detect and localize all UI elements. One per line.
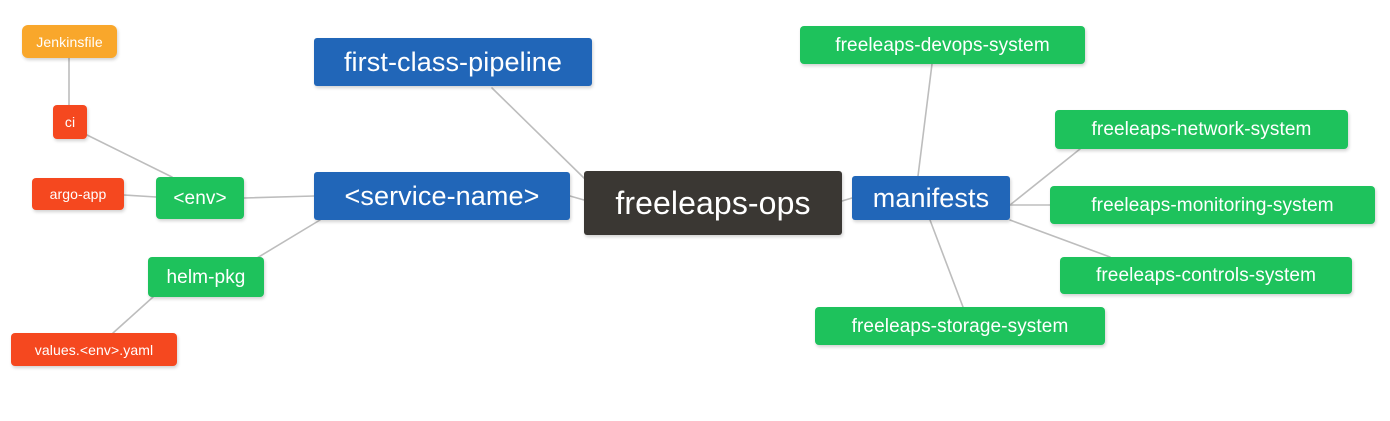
node-pipeline[interactable]: first-class-pipeline (314, 38, 592, 86)
edge-root-to-manifests (841, 197, 853, 202)
node-controls[interactable]: freeleaps-controls-system (1060, 257, 1352, 294)
node-values[interactable]: values.<env>.yaml (11, 333, 177, 366)
edge-service-to-env (243, 195, 315, 199)
edge-root-to-pipeline (491, 87, 587, 181)
node-jenkinsfile[interactable]: Jenkinsfile (22, 25, 117, 58)
edge-env-to-ci (82, 132, 173, 178)
edge-manifests-to-controls (1009, 219, 1111, 258)
edge-manifests-to-devops (917, 63, 933, 177)
node-helm[interactable]: helm-pkg (148, 257, 264, 297)
node-env[interactable]: <env> (156, 177, 244, 219)
node-network[interactable]: freeleaps-network-system (1055, 110, 1348, 149)
node-ci[interactable]: ci (53, 105, 87, 139)
node-manifests[interactable]: manifests (852, 176, 1010, 220)
node-root[interactable]: freeleaps-ops (584, 171, 842, 235)
node-storage[interactable]: freeleaps-storage-system (815, 307, 1105, 345)
edge-service-to-helm (251, 219, 321, 262)
edge-root-to-service (569, 195, 585, 201)
edge-env-to-argoapp (123, 194, 157, 198)
node-argoapp[interactable]: argo-app (32, 178, 124, 210)
node-monitoring[interactable]: freeleaps-monitoring-system (1050, 186, 1375, 224)
node-service[interactable]: <service-name> (314, 172, 570, 220)
node-devops[interactable]: freeleaps-devops-system (800, 26, 1085, 64)
edge-helm-to-values (112, 296, 154, 334)
edge-manifests-to-storage (929, 219, 964, 308)
